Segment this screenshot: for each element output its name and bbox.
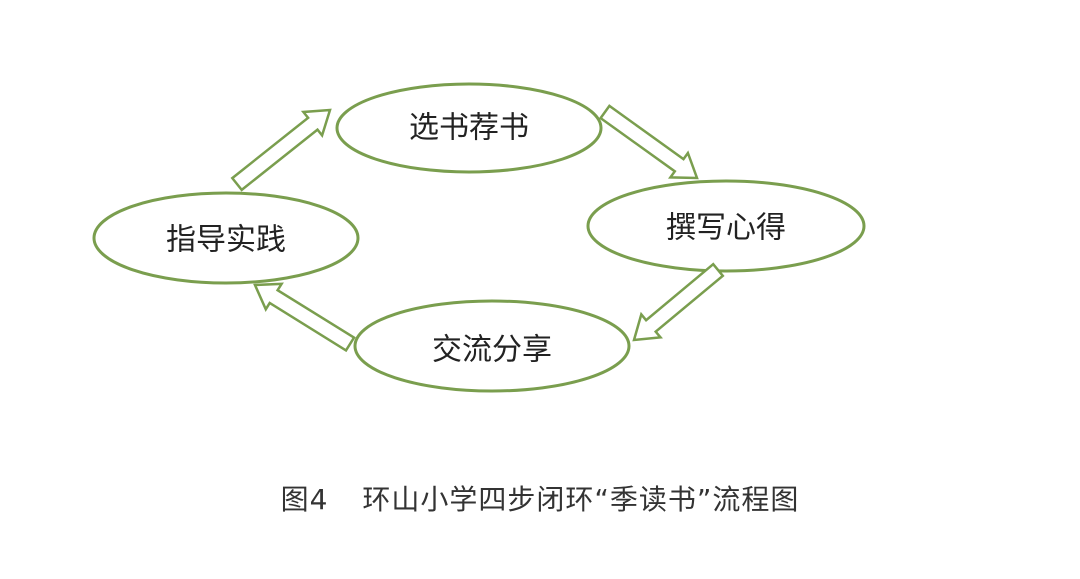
node-select-books-label: 选书荐书: [409, 111, 529, 146]
node-write-notes: 撰写心得: [586, 179, 866, 273]
arrow-practice-to-select: [230, 108, 332, 192]
arrow-write-to-share: [632, 262, 725, 342]
node-write-notes-ellipse: [586, 179, 866, 273]
arrow-share-to-practice: [253, 282, 356, 353]
figure-caption: 图4 环山小学四步闭环“季读书”流程图: [0, 478, 1080, 518]
node-practice: 指导实践: [92, 191, 360, 285]
node-practice-ellipse: [92, 191, 360, 285]
node-select-books: 选书荐书: [335, 82, 603, 174]
node-write-notes-label: 撰写心得: [666, 211, 786, 246]
node-practice-label: 指导实践: [166, 223, 286, 258]
node-share: 交流分享: [353, 299, 631, 393]
figure-number: 图4: [280, 483, 329, 516]
node-select-books-ellipse: [335, 82, 603, 174]
node-share-ellipse: [353, 299, 631, 393]
node-share-label: 交流分享: [432, 333, 552, 368]
arrow-select-to-write: [598, 104, 699, 180]
figure-title: 环山小学四步闭环“季读书”流程图: [362, 483, 800, 516]
